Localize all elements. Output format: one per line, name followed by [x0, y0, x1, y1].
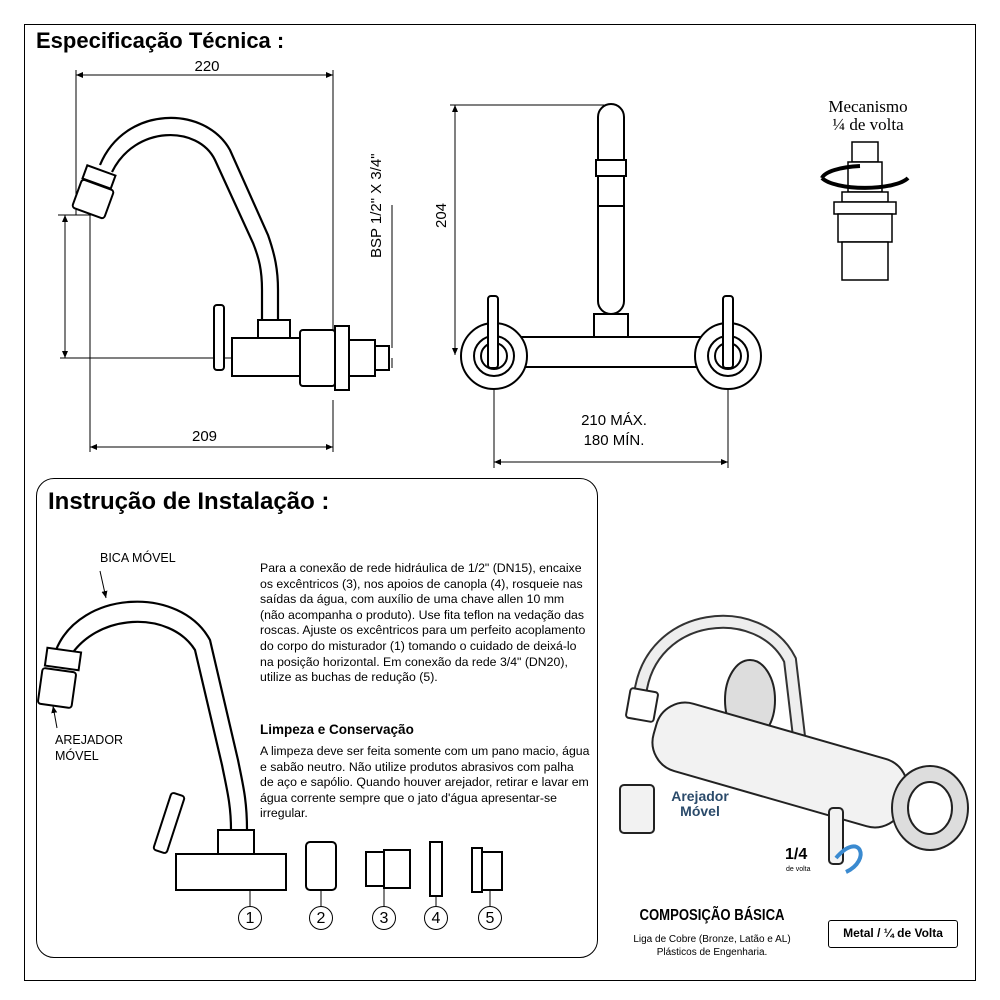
composition-line2: Plásticos de Engenharia. — [656, 947, 768, 958]
cleaning-text: A limpeza deve ser feita somente com um … — [260, 744, 590, 821]
installation-paragraph: Para a conexão de rede hidráulica de 1/2… — [260, 561, 586, 685]
side-view-drawing — [58, 70, 393, 452]
dim-180-label: 180 MÍN. — [583, 432, 645, 449]
install-faucet-drawing — [37, 570, 503, 906]
installation-title: Instrução de Instalação : — [48, 488, 330, 515]
metal-quarter-turn-badge: Metal / ¼ de Volta — [828, 920, 958, 948]
mechanism-drawing — [820, 141, 910, 281]
arejador-movel-callout: Arejador Móvel — [660, 789, 740, 819]
dim-220-label: 220 — [194, 58, 219, 75]
page-frame — [24, 24, 976, 981]
front-view-drawing — [450, 103, 762, 468]
label-arejador-movel: AREJADOR MÓVEL — [55, 732, 123, 764]
spec-title: Especificação Técnica : — [36, 28, 285, 53]
arejador-callout-line2: Móvel — [680, 803, 720, 819]
mechanism-label: Mecanismo ¼ de volta — [800, 98, 936, 134]
composition-title: COMPOSIÇÃO BÁSICA — [639, 907, 785, 924]
dim-bsp-label: BSP 1/2" X 3/4" — [368, 153, 385, 258]
mechanism-line2: ¼ de volta — [832, 115, 904, 134]
part-number-2: 2 — [309, 906, 333, 930]
cleaning-title: Limpeza e Conservação — [260, 722, 414, 737]
part-number-5: 5 — [478, 906, 502, 930]
quarter-turn-sublabel: de volta — [786, 866, 811, 873]
part-number-4: 4 — [424, 906, 448, 930]
dim-210-label: 210 MÁX. — [581, 412, 647, 429]
label-arejador-line2: MÓVEL — [55, 749, 99, 763]
composition-line1: Liga de Cobre (Bronze, Latão e AL) — [633, 934, 791, 945]
label-bica-movel: BICA MÓVEL — [100, 551, 176, 565]
installation-panel — [36, 478, 598, 958]
mechanism-line1: Mecanismo — [828, 97, 908, 116]
arejador-callout-line1: Arejador — [671, 788, 729, 804]
product-rendering — [619, 614, 969, 874]
part-number-1: 1 — [238, 906, 262, 930]
dim-209-label: 209 — [192, 428, 218, 445]
label-arejador-line1: AREJADOR — [55, 733, 124, 747]
quarter-turn-label: 1/4 — [785, 846, 808, 863]
dim-204-label: 204 — [433, 202, 450, 228]
part-number-3: 3 — [372, 906, 396, 930]
